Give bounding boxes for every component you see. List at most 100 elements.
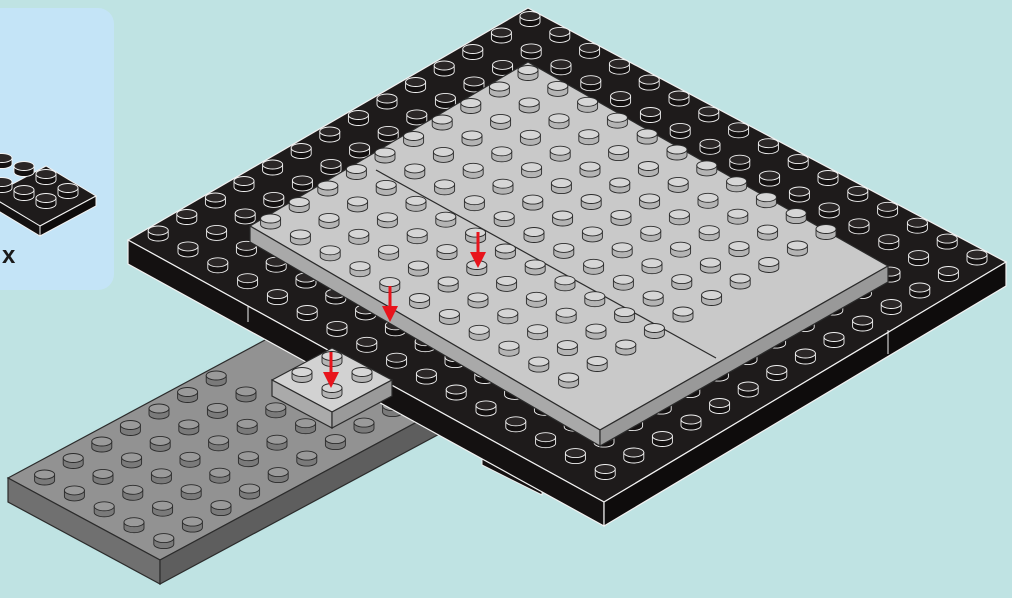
stud [292,176,312,191]
part-plate-2x4 [0,154,96,237]
stud [853,316,873,331]
stud [699,226,719,241]
stud [907,218,927,233]
stud [549,114,569,129]
stud [378,126,398,141]
stud [795,349,815,364]
stud [446,385,466,400]
stud [522,163,542,178]
stud [179,420,199,435]
stud [178,242,198,257]
stud [819,203,839,218]
stud [553,211,573,226]
stud [638,162,658,177]
stud [63,454,83,469]
stud [325,435,345,450]
stud [788,155,808,170]
stud [350,262,370,277]
stud [668,177,688,192]
stud [348,197,368,212]
stud [264,192,284,207]
stud [387,353,407,368]
stud [434,61,454,76]
stud [321,159,341,174]
stud [297,451,317,466]
stud [581,76,601,91]
stud [672,275,692,290]
stud [469,325,489,340]
stud [497,276,517,291]
stud [816,225,836,240]
stud [551,60,571,75]
stud [639,75,659,90]
stud [180,452,200,467]
stud [150,436,170,451]
stud [124,518,144,533]
stud [881,300,901,315]
stud [408,261,428,276]
stud [432,115,452,130]
stud [377,94,397,109]
stud [729,242,749,257]
stud [523,195,543,210]
stud [238,452,258,467]
stud [493,179,513,194]
stud [240,484,260,499]
stud [556,308,576,323]
stud [526,292,546,307]
stud [406,196,426,211]
stud [728,209,748,224]
stud [120,421,140,436]
stud [263,160,283,175]
stud [93,469,113,484]
stud [670,123,690,138]
stud [669,91,689,106]
stud [35,470,55,485]
stud [595,465,615,480]
stud [787,241,807,256]
stud [673,307,693,322]
stud [738,382,758,397]
stud [525,260,545,275]
stud [548,81,568,96]
stud [699,107,719,122]
stud [879,235,899,250]
stud [643,291,663,306]
stud [700,139,720,154]
stud [610,178,630,193]
stud [410,294,430,309]
stud [178,388,198,403]
stud [550,27,570,42]
stud [297,306,317,321]
stud [613,275,633,290]
stud [521,44,541,59]
stud [767,366,787,381]
stud [151,469,171,484]
stud [149,404,169,419]
stud [237,419,257,434]
stud [609,146,629,161]
stud [494,212,514,227]
stud [499,341,519,356]
stud [550,146,570,161]
stud [824,333,844,348]
stud [587,357,607,372]
stud [211,501,231,516]
stud [379,245,399,260]
stud [700,258,720,273]
stud [404,132,424,147]
stud [579,130,599,145]
stud [681,415,701,430]
stud [296,419,316,434]
stud [616,340,636,355]
stud [637,129,657,144]
stud [910,283,930,298]
stud [580,162,600,177]
stud [268,468,288,483]
stud [461,99,481,114]
stud [327,321,347,336]
stud [357,337,377,352]
stud [346,165,366,180]
stud [182,517,202,532]
